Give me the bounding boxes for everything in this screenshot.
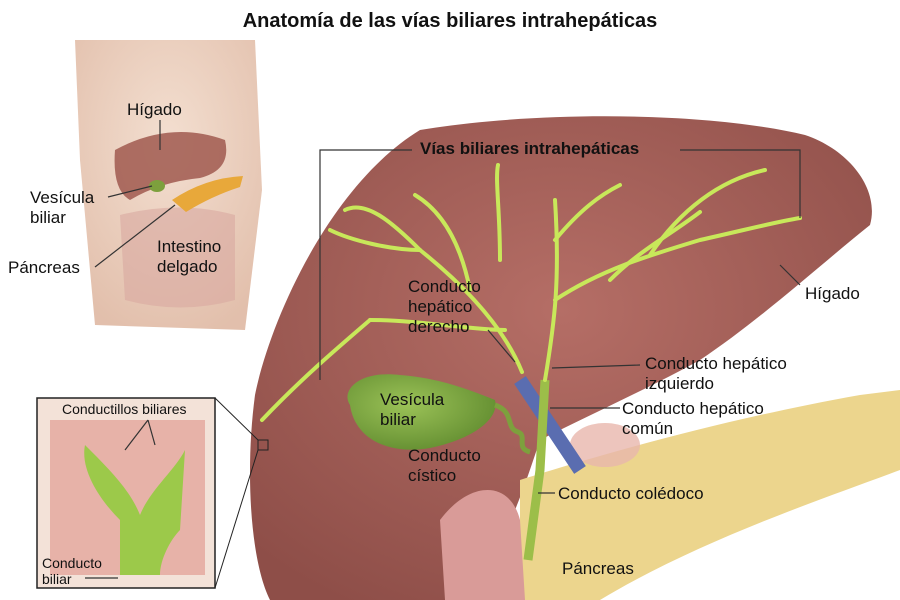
left-hepatic-duct-label: Conducto hepático izquierdo <box>645 354 787 393</box>
torso-gallbladder-label: Vesícula biliar <box>30 188 95 227</box>
common-bile-duct <box>523 379 550 561</box>
torso-intestine <box>120 207 235 308</box>
bile-duct-label: Conducto biliar <box>42 555 102 587</box>
gallbladder <box>347 374 496 450</box>
torso-pancreas-label: Páncreas <box>8 258 80 277</box>
leader-lines <box>85 120 801 579</box>
right-hepatic-duct-label: Conducto hepático derecho <box>408 277 481 336</box>
liver-label: Hígado <box>805 284 860 303</box>
cystic-duct <box>493 402 531 455</box>
torso-gallbladder <box>149 180 165 192</box>
torso-liver-label: Hígado <box>127 100 182 119</box>
duodenum <box>440 490 525 600</box>
inset-connector-top <box>214 397 259 441</box>
diagram-title: Anatomía de las vías biliares intrahepát… <box>242 10 658 32</box>
portal-vein <box>514 376 586 474</box>
bile-ductules-label: Conductillos biliares <box>62 401 187 417</box>
common-hepatic-duct-label: Conducto hepático común <box>622 399 764 438</box>
inset-duct <box>84 445 185 575</box>
torso-pancreas <box>172 176 243 212</box>
pancreas <box>520 390 900 600</box>
common-bile-duct-label: Conducto colédoco <box>558 484 704 503</box>
torso-intestine-label: Intestino delgado <box>157 237 222 276</box>
gallbladder-label: Vesícula biliar <box>380 390 445 429</box>
inset-connector-bottom <box>214 449 259 589</box>
pancreas-label: Páncreas <box>562 559 634 578</box>
cystic-duct-label: Conducto cístico <box>408 446 481 485</box>
torso-liver <box>114 132 227 200</box>
inset-source-marker <box>257 439 269 451</box>
stomach-fragment <box>570 423 640 467</box>
intrahepatic-ducts <box>260 163 802 422</box>
intrahepatic-ducts-label: Vías biliares intrahepáticas <box>420 139 640 158</box>
